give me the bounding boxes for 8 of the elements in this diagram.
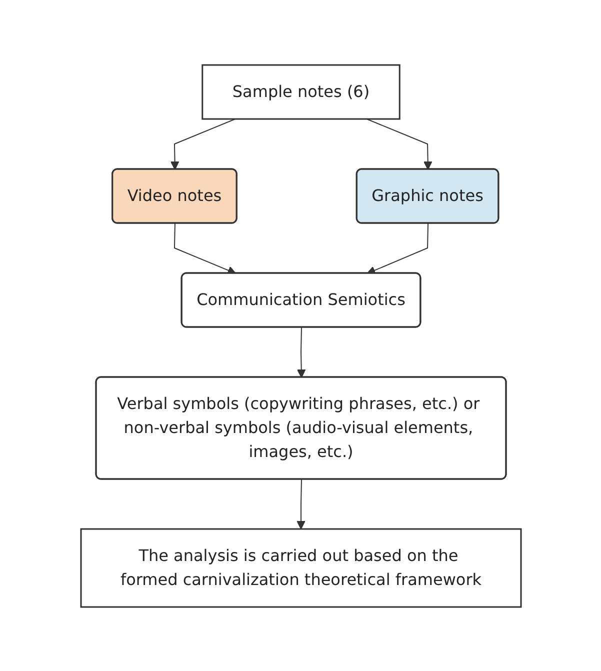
arrow bbox=[296, 478, 305, 529]
arrow bbox=[170, 118, 236, 170]
node-box: Sample notes (6) bbox=[201, 64, 400, 120]
arrow bbox=[366, 118, 432, 170]
node-box: The analysis is carried out based on the formed carnivalization theoretical framework bbox=[80, 528, 522, 608]
arrow bbox=[173, 222, 236, 274]
arrow bbox=[366, 222, 428, 274]
arrow bbox=[296, 326, 306, 378]
